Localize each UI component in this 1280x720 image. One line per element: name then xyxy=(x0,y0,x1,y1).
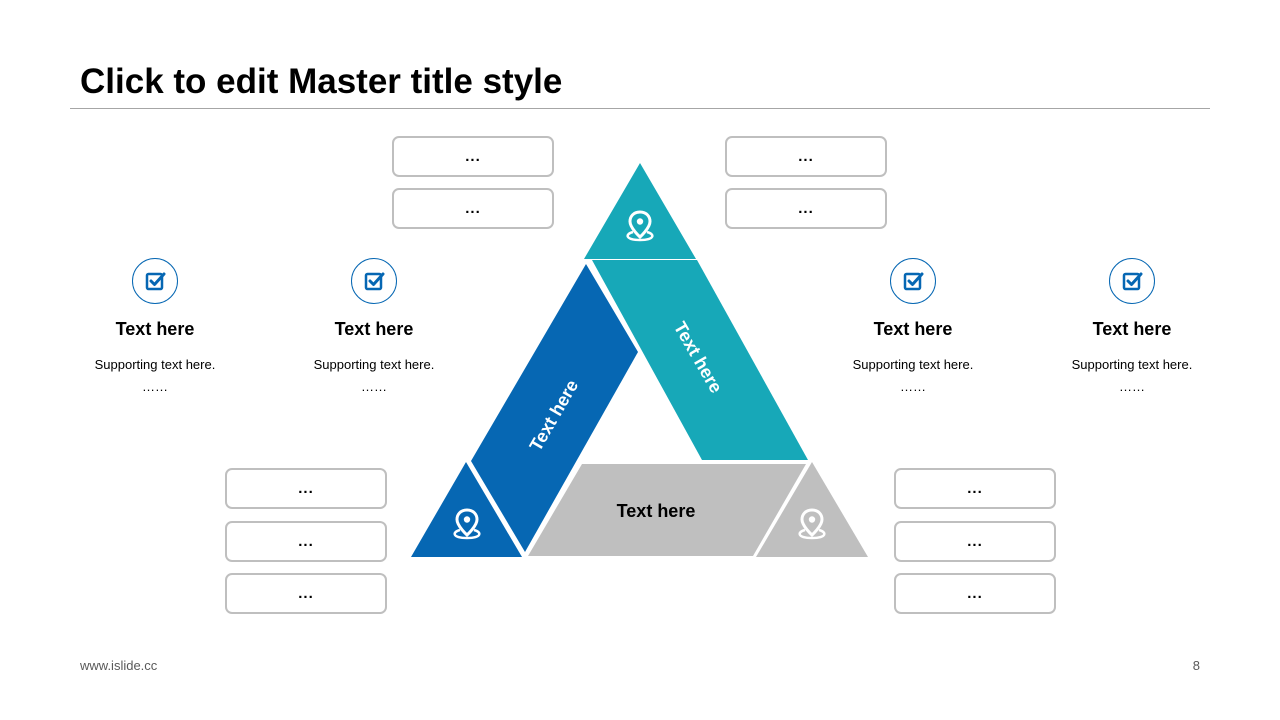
map-pin-icon xyxy=(798,508,826,540)
top-left-box-2[interactable]: ... xyxy=(392,188,554,229)
checkbox-icon xyxy=(132,258,178,304)
map-pin-icon xyxy=(626,210,654,242)
feature-support-text[interactable]: Supporting text here. xyxy=(313,357,435,372)
feature-title[interactable]: Text here xyxy=(1092,319,1172,339)
bottom-right-box-2[interactable]: ... xyxy=(894,521,1056,562)
bottom-right-box-1[interactable]: ... xyxy=(894,468,1056,509)
right-band[interactable] xyxy=(592,260,808,460)
page-title[interactable]: Click to edit Master title style xyxy=(80,62,563,101)
feature-support-text[interactable]: Supporting text here. xyxy=(1071,357,1193,372)
checkbox-icon xyxy=(890,258,936,304)
left-band[interactable] xyxy=(471,264,638,552)
bottom-left-box-1[interactable]: ... xyxy=(225,468,387,509)
page-number: 8 xyxy=(1192,658,1200,673)
feature-support-text[interactable]: Supporting text here. xyxy=(94,357,216,372)
feature-title[interactable]: Text here xyxy=(115,319,195,339)
title-divider xyxy=(70,108,1210,109)
feature-ellipsis[interactable]: …… xyxy=(361,379,387,394)
feature-title[interactable]: Text here xyxy=(873,319,953,339)
feature-2: Text here Supporting text here. …… xyxy=(284,258,464,395)
feature-3: Text here Supporting text here. …… xyxy=(823,258,1003,395)
bottom-band[interactable] xyxy=(528,464,806,556)
feature-1: Text here Supporting text here. …… xyxy=(65,258,245,395)
map-pin-icon xyxy=(453,508,481,540)
feature-support-text[interactable]: Supporting text here. xyxy=(852,357,974,372)
top-left-box-1[interactable]: ... xyxy=(392,136,554,177)
bottom-left-box-3[interactable]: ... xyxy=(225,573,387,614)
footer-url: www.islide.cc xyxy=(80,658,158,673)
bottom-band-label[interactable]: Text here xyxy=(617,501,696,521)
feature-ellipsis[interactable]: …… xyxy=(900,379,926,394)
feature-ellipsis[interactable]: …… xyxy=(1119,379,1145,394)
bottom-right-box-3[interactable]: ... xyxy=(894,573,1056,614)
feature-ellipsis[interactable]: …… xyxy=(142,379,168,394)
feature-title[interactable]: Text here xyxy=(334,319,414,339)
bottom-left-box-2[interactable]: ... xyxy=(225,521,387,562)
checkbox-icon xyxy=(1109,258,1155,304)
checkbox-icon xyxy=(351,258,397,304)
top-right-box-2[interactable]: ... xyxy=(725,188,887,229)
top-right-box-1[interactable]: ... xyxy=(725,136,887,177)
feature-4: Text here Supporting text here. …… xyxy=(1042,258,1222,395)
